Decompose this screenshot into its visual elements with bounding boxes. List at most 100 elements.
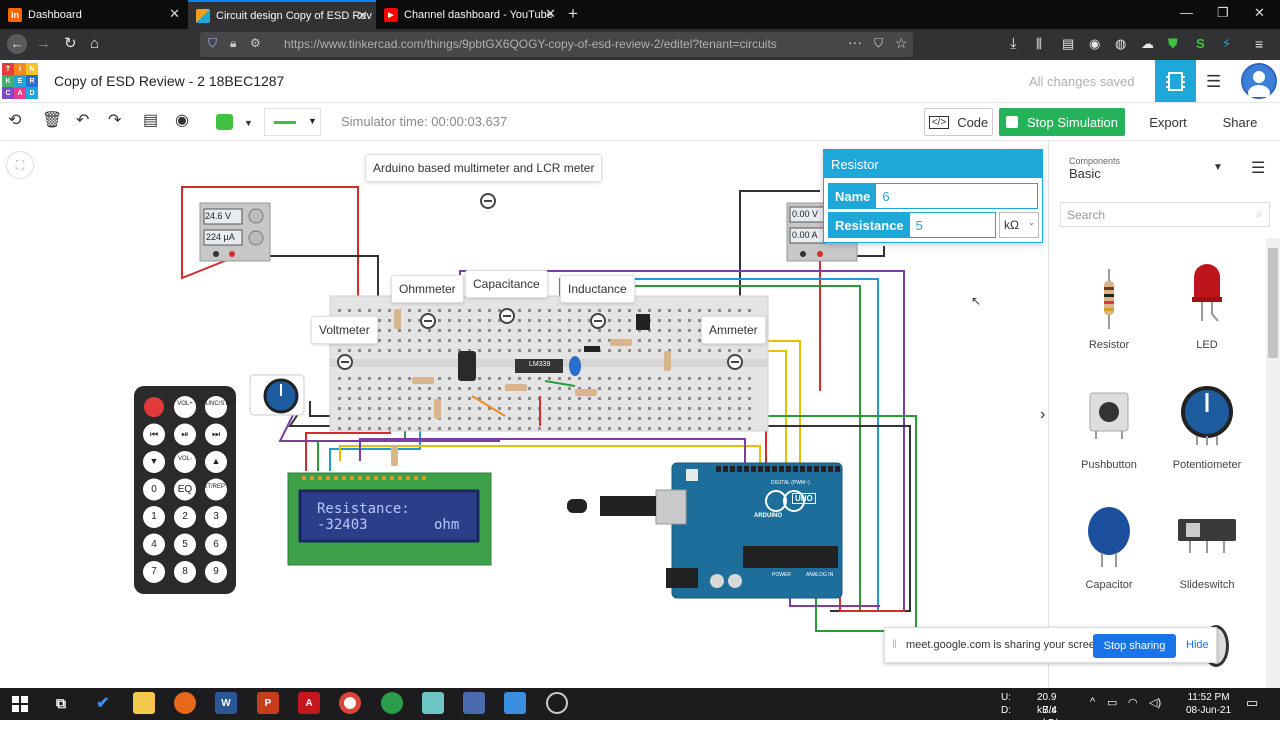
windows-start-icon[interactable] xyxy=(12,696,28,715)
undo-icon[interactable]: ↶ xyxy=(76,112,90,129)
forward-arrow-icon[interactable]: → xyxy=(36,35,51,52)
note-ammeter[interactable]: Ammeter xyxy=(701,316,766,344)
acrobat-icon[interactable]: A xyxy=(298,692,320,714)
note-inductance[interactable]: Inductance xyxy=(560,275,635,303)
remote-button[interactable] xyxy=(174,451,196,473)
remote-button[interactable] xyxy=(205,561,227,583)
remote-button[interactable] xyxy=(205,533,227,556)
resistance-value[interactable]: 5 xyxy=(909,213,929,237)
remote-button[interactable] xyxy=(143,533,165,556)
remote-button[interactable] xyxy=(143,451,165,473)
close-icon[interactable]: ✕ xyxy=(545,6,556,21)
rotate-icon[interactable]: ⟲ xyxy=(8,112,22,129)
remote-button[interactable] xyxy=(174,396,196,418)
eye-icon[interactable]: ◉ xyxy=(175,112,189,129)
wifi-icon[interactable]: ◠ xyxy=(1128,697,1138,709)
note-pin-icon[interactable] xyxy=(590,313,606,329)
wire-type-selector[interactable]: ▼ xyxy=(264,108,321,136)
download-icon[interactable]: ⤓ xyxy=(1010,35,1017,52)
hide-button[interactable]: Hide xyxy=(1186,639,1209,651)
volume-icon[interactable]: ◁) xyxy=(1149,697,1162,709)
note-voltmeter[interactable]: Voltmeter xyxy=(311,316,378,344)
minimize-icon[interactable]: — xyxy=(1180,5,1193,20)
edge-icon[interactable] xyxy=(381,692,403,714)
new-tab-button[interactable]: + xyxy=(568,4,578,23)
home-icon[interactable]: ⌂ xyxy=(90,35,100,52)
remote-button[interactable] xyxy=(174,561,196,583)
search-input[interactable]: Search ⌕ xyxy=(1060,202,1270,227)
lock-icon[interactable]: 🔒︎ xyxy=(230,36,237,50)
delete-icon[interactable]: 🗑︎ xyxy=(42,112,63,129)
window-close-icon[interactable]: ✕ xyxy=(1254,5,1265,20)
close-icon[interactable]: ✕ xyxy=(357,8,368,23)
note-pin-icon[interactable] xyxy=(727,354,743,370)
tab-circuit-design[interactable]: Circuit design Copy of ESD Rev ✕ xyxy=(188,0,376,29)
code-button[interactable]: </> Code xyxy=(924,108,993,136)
notes-icon[interactable]: ▤ xyxy=(143,112,159,129)
drag-handle-icon[interactable]: ‖ xyxy=(892,637,897,651)
remote-button[interactable] xyxy=(143,423,165,446)
photos-icon[interactable] xyxy=(504,692,526,714)
pocket-icon[interactable]: ⛉ xyxy=(874,36,884,50)
remote-button[interactable] xyxy=(143,478,165,501)
app-icon[interactable] xyxy=(463,692,485,714)
remote-button[interactable] xyxy=(174,506,196,528)
remote-button[interactable] xyxy=(143,506,165,528)
maximize-icon[interactable]: ❐ xyxy=(1217,5,1229,20)
fit-view-icon[interactable]: ⛶ xyxy=(6,151,34,179)
note-capacitance[interactable]: Capacitance xyxy=(465,270,548,298)
bolt-extension-icon[interactable]: ⚡︎ xyxy=(1222,36,1232,51)
tab-dashboard[interactable]: in Dashboard ✕ xyxy=(0,0,188,29)
remote-button[interactable] xyxy=(174,478,196,501)
note-pin-icon[interactable] xyxy=(420,313,436,329)
note-main-title[interactable]: Arduino based multimeter and LCR meter xyxy=(365,154,603,182)
stop-simulation-button[interactable]: Stop Simulation xyxy=(999,108,1125,136)
remote-button[interactable] xyxy=(205,396,227,418)
remote-button[interactable] xyxy=(143,561,165,583)
resistance-field[interactable]: Resistance 5 xyxy=(828,212,996,238)
resistance-unit-select[interactable]: kΩ ⌄ xyxy=(999,212,1039,238)
remote-button[interactable] xyxy=(205,451,227,473)
component-resistor[interactable]: Resistor xyxy=(1064,259,1154,351)
account-icon[interactable]: ◉ xyxy=(1089,36,1101,51)
app-icon[interactable] xyxy=(422,692,444,714)
component-list-icon[interactable]: ☰ xyxy=(1206,72,1222,91)
project-title[interactable]: Copy of ESD Review - 2 18BEC1287 xyxy=(54,73,285,89)
note-pin-icon[interactable] xyxy=(337,354,353,370)
color-picker-swatch[interactable] xyxy=(216,114,233,130)
redo-icon[interactable]: ↷ xyxy=(108,112,122,129)
sidebar-icon[interactable]: ▤ xyxy=(1062,36,1075,51)
chrome-icon[interactable] xyxy=(339,692,361,714)
list-view-icon[interactable]: ☰ xyxy=(1251,160,1266,177)
remote-button[interactable] xyxy=(205,478,227,501)
tab-youtube[interactable]: ▶ Channel dashboard - YouTube ✕ xyxy=(376,0,564,29)
extension-icon[interactable]: ☁ xyxy=(1141,36,1154,51)
stop-sharing-button[interactable]: Stop sharing xyxy=(1093,634,1176,658)
s-extension-icon[interactable]: S xyxy=(1196,36,1205,51)
battery-icon[interactable]: ▭ xyxy=(1107,697,1118,709)
url-bar[interactable]: ⛉ 🔒︎ ⚙ https://www.tinkercad.com/things/… xyxy=(200,32,913,57)
checkmark-app-icon[interactable]: ✔ xyxy=(96,695,110,712)
note-pin-icon[interactable] xyxy=(480,193,496,209)
note-pin-icon[interactable] xyxy=(499,308,515,324)
shield-icon[interactable]: ⛉ xyxy=(208,36,218,50)
name-field[interactable]: Name 6 xyxy=(828,183,1038,209)
component-led[interactable]: LED xyxy=(1162,259,1252,351)
scrollbar-thumb[interactable] xyxy=(1268,248,1278,358)
url-text[interactable]: https://www.tinkercad.com/things/9pbtGX6… xyxy=(284,37,777,51)
app-icon[interactable] xyxy=(546,692,568,714)
name-value[interactable]: 6 xyxy=(876,184,896,208)
back-arrow-icon[interactable]: ← xyxy=(7,34,27,54)
avatar[interactable] xyxy=(1241,63,1277,101)
task-view-icon[interactable]: ⧉ xyxy=(56,694,66,711)
remote-button[interactable] xyxy=(205,423,227,446)
collapse-panel-icon[interactable]: › xyxy=(1040,406,1046,423)
notifications-icon[interactable]: ▭ xyxy=(1246,695,1259,710)
component-potentiometer[interactable]: Potentiometer xyxy=(1162,379,1252,471)
reload-icon[interactable]: ↻ xyxy=(64,35,77,52)
circuit-canvas[interactable]: ⛶ xyxy=(0,141,1048,688)
system-clock[interactable]: 11:52 PM 08-Jun-21 xyxy=(1186,691,1231,717)
component-capacitor[interactable]: Capacitor xyxy=(1064,499,1154,591)
more-actions-icon[interactable]: ··· xyxy=(848,34,862,50)
